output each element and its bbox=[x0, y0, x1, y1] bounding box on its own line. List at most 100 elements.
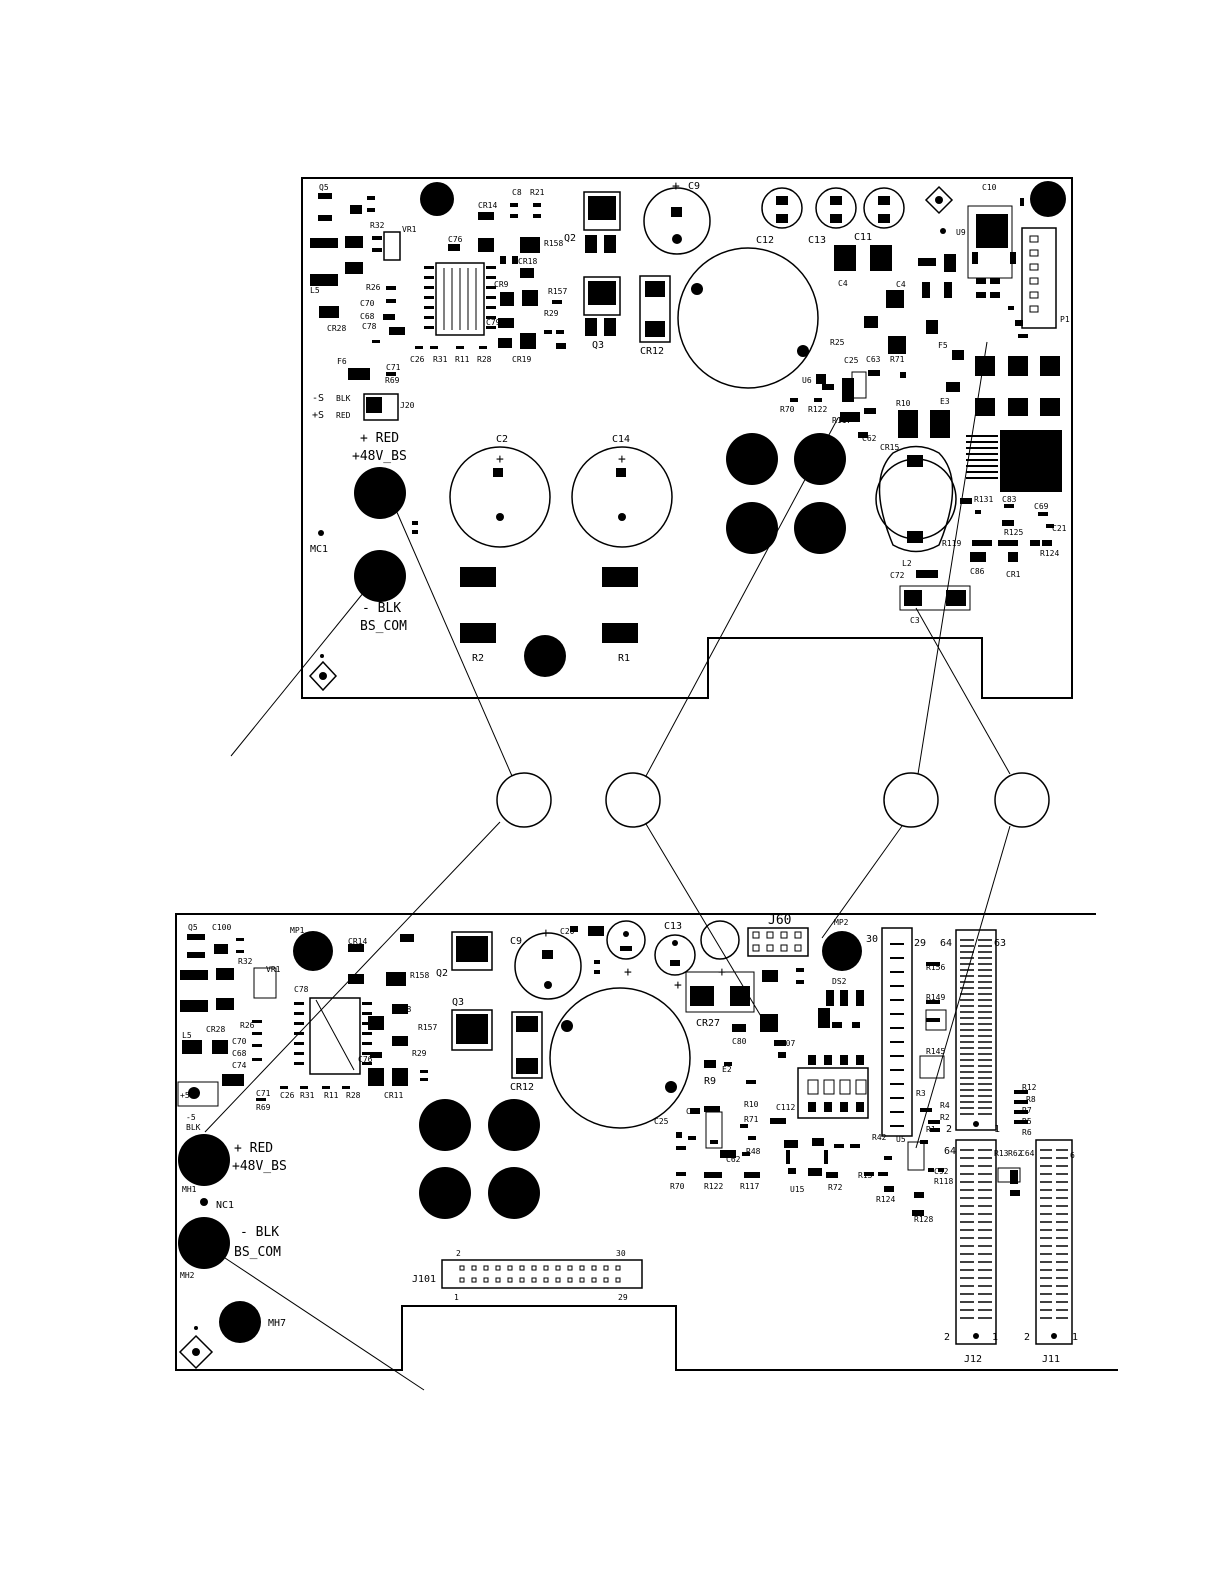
svg-text:+: + bbox=[674, 978, 682, 993]
label-c86: C86 bbox=[970, 567, 985, 576]
label-c68-bottom: C68 bbox=[232, 1049, 247, 1058]
label-c9-plus: + bbox=[672, 179, 680, 194]
label-j14-pin1: 1 bbox=[994, 1124, 1000, 1135]
label-r29: R29 bbox=[544, 309, 559, 318]
label-c80: C80 bbox=[732, 1037, 747, 1046]
power-pad bbox=[794, 433, 846, 485]
label-r31-bottom: R31 bbox=[300, 1091, 315, 1100]
label-mh1: MH1 bbox=[182, 1185, 197, 1194]
label-j101-pin30: 30 bbox=[616, 1249, 626, 1258]
top-board: + + bbox=[301, 177, 1073, 699]
label-c92: C92 bbox=[934, 1167, 949, 1176]
label-cr14: CR14 bbox=[478, 201, 497, 210]
label-c100: C100 bbox=[212, 923, 231, 932]
label-c13: C13 bbox=[808, 235, 826, 246]
label-j14-pin2: 2 bbox=[946, 1124, 952, 1135]
label-c69: C69 bbox=[1034, 502, 1049, 511]
label-r4: R4 bbox=[940, 1101, 950, 1110]
label-blk: BLK bbox=[336, 394, 351, 403]
label-c62: C62 bbox=[862, 434, 877, 443]
label-c78: C78 bbox=[362, 322, 377, 331]
label-j60: J60 bbox=[768, 913, 791, 928]
switch-s1 bbox=[797, 1067, 869, 1119]
label-r117-bottom: R117 bbox=[740, 1182, 759, 1191]
terminal-48v-pad bbox=[354, 467, 406, 519]
label-c25: C25 bbox=[844, 356, 859, 365]
label-c13-bottom: C13 bbox=[664, 921, 682, 932]
label-c112: C112 bbox=[776, 1103, 795, 1112]
label-l5: L5 bbox=[310, 286, 320, 295]
connector-j60 bbox=[747, 927, 809, 957]
label-q3-bottom: Q3 bbox=[452, 997, 464, 1008]
label-r2: R2 bbox=[472, 653, 484, 664]
label-vr1: VR1 bbox=[402, 225, 417, 234]
label-mh2: MH2 bbox=[180, 1271, 195, 1280]
label-minus-blk: - BLK bbox=[362, 601, 401, 616]
label-u6: U6 bbox=[802, 376, 812, 385]
label-q2-bottom: Q2 bbox=[436, 968, 448, 979]
label-r145: R145 bbox=[926, 1047, 945, 1056]
label-cr14-bottom: CR14 bbox=[348, 937, 367, 946]
label-cr1: CR1 bbox=[1006, 570, 1021, 579]
label-cr12: CR12 bbox=[640, 346, 664, 357]
label-j101-pin29: 29 bbox=[618, 1293, 628, 1302]
label-r12: R12 bbox=[1022, 1083, 1037, 1092]
top-board-outline bbox=[301, 177, 1073, 699]
connector-j11 bbox=[1035, 1139, 1073, 1345]
label-c11: C11 bbox=[854, 232, 872, 243]
label-c76: C76 bbox=[448, 235, 463, 244]
label-r42: R42 bbox=[872, 1133, 887, 1142]
capacitor-c14 bbox=[571, 446, 673, 548]
label-c83: C83 bbox=[1002, 495, 1017, 504]
label-plus-red: + RED bbox=[360, 431, 399, 446]
label-r125: R125 bbox=[1004, 528, 1023, 537]
label-r31: R31 bbox=[433, 355, 448, 364]
label-r124: R124 bbox=[1040, 549, 1059, 558]
mh1-pad bbox=[178, 1134, 230, 1186]
label-c76-bottom: C76 bbox=[358, 1055, 373, 1064]
label-c4-b: C4 bbox=[896, 280, 906, 289]
callout-circle-1 bbox=[496, 772, 552, 828]
label-j11-pin1: 1 bbox=[1072, 1332, 1078, 1343]
label-pin63: 63 bbox=[994, 938, 1006, 949]
capacitor-large-bottom bbox=[549, 987, 691, 1129]
connector-j101 bbox=[441, 1259, 643, 1289]
capacitor-large bbox=[677, 247, 819, 389]
label-r7: R7 bbox=[1022, 1106, 1032, 1115]
label-r158: R158 bbox=[544, 239, 563, 248]
label-pin29: 29 bbox=[914, 938, 926, 949]
label-r26: R26 bbox=[366, 283, 381, 292]
label-c78-bottom: C78 bbox=[294, 985, 309, 994]
label-c71-bottom: C71 bbox=[256, 1089, 271, 1098]
connector-j12 bbox=[955, 1139, 997, 1345]
label-j20: J20 bbox=[400, 401, 415, 410]
label-c62-bottom: C62 bbox=[726, 1155, 741, 1164]
label-mp1: MP1 bbox=[290, 926, 305, 935]
label-j12-pin2: 2 bbox=[944, 1332, 950, 1343]
label-c12: C12 bbox=[756, 235, 774, 246]
label-r156: R156 bbox=[926, 963, 945, 972]
bottom-board: + + + + bbox=[175, 913, 1118, 1371]
label-u15: U15 bbox=[790, 1185, 805, 1194]
label-minus5: -5 bbox=[186, 1113, 196, 1122]
mount-hole bbox=[524, 635, 566, 677]
label-plus5: +5 bbox=[180, 1091, 190, 1100]
connector-30pin bbox=[881, 927, 913, 1137]
label-cr18: CR18 bbox=[518, 257, 537, 266]
label-c72: C72 bbox=[890, 571, 905, 580]
label-q5: Q5 bbox=[319, 183, 329, 192]
label-cr9-bottom: CR9 bbox=[368, 1017, 383, 1026]
capacitor-c2 bbox=[449, 446, 551, 548]
callout-group bbox=[204, 341, 1050, 1391]
label-r70: R70 bbox=[780, 405, 795, 414]
chip-u3 bbox=[1000, 430, 1062, 492]
label-r122: R122 bbox=[808, 405, 827, 414]
label-pin6: 6 bbox=[1070, 1151, 1075, 1160]
label-48v-bs: +48V_BS bbox=[352, 449, 407, 464]
label-j11-pin2: 2 bbox=[1024, 1332, 1030, 1343]
label-c9: C9 bbox=[688, 181, 700, 192]
label-c14: C14 bbox=[612, 434, 630, 445]
label-r69-bottom: R69 bbox=[256, 1103, 271, 1112]
label-c10: C10 bbox=[982, 183, 997, 192]
label-minus-s: -S bbox=[312, 393, 324, 404]
